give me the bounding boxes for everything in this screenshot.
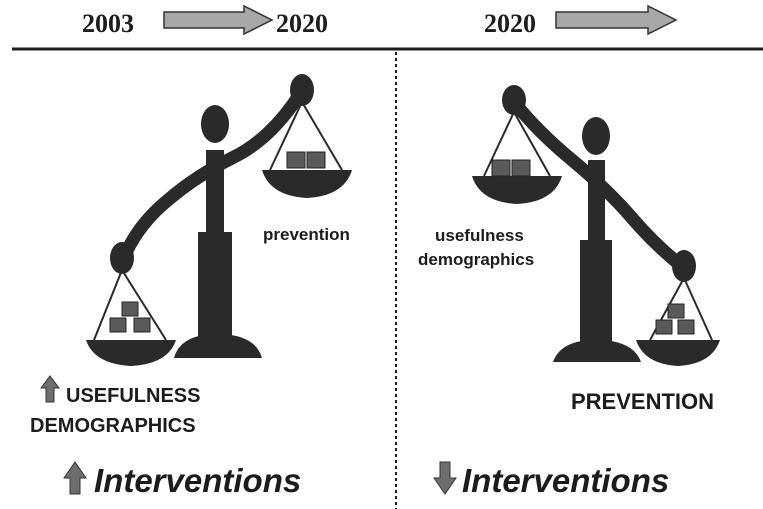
scale-post [198, 232, 232, 336]
left-heavy-label-line1: USEFULNESS [66, 385, 200, 407]
weight-box [655, 319, 673, 335]
scale-beam [115, 87, 307, 269]
weight-box [491, 159, 511, 177]
up-arrow-icon [40, 375, 60, 403]
right-scale [472, 85, 720, 366]
weight-box [109, 317, 127, 333]
light-pan [472, 111, 562, 204]
right-heavy-label: PREVENTION [571, 389, 714, 414]
right-interventions-label: Interventions [462, 462, 669, 499]
scale-base [174, 334, 262, 358]
heavy-pan [86, 269, 176, 366]
left-light-pan-label: prevention [263, 225, 350, 244]
timeline-arrow-icon [555, 4, 678, 36]
scale-base [553, 340, 641, 362]
right-light-pan-label-line2: demographics [418, 250, 534, 269]
weight-box [667, 303, 685, 319]
left-interventions-label: Interventions [94, 462, 301, 499]
up-arrow-icon [63, 461, 87, 495]
scale-head [582, 117, 610, 155]
left-end-year: 2020 [276, 9, 328, 38]
right-start-year: 2020 [484, 9, 536, 38]
heavy-pan [636, 277, 720, 366]
right-light-pan-label-line1: usefulness [435, 226, 524, 245]
weight-box [133, 317, 151, 333]
left-start-year: 2003 [82, 9, 134, 38]
light-pan [262, 101, 352, 198]
header: 2003 2020 2020 [12, 4, 763, 509]
weight-box [121, 301, 139, 317]
scale-beam [507, 95, 691, 275]
scale-head [201, 105, 229, 143]
left-heavy-label-line2: DEMOGRAPHICS [30, 415, 196, 437]
left-scale [86, 74, 352, 366]
weight-box [306, 151, 326, 169]
timeline-arrow-icon [163, 4, 274, 36]
scale-post [580, 240, 612, 342]
weight-box [677, 319, 695, 335]
down-arrow-icon [433, 461, 457, 495]
weight-box [511, 159, 531, 177]
weight-box [286, 151, 306, 169]
